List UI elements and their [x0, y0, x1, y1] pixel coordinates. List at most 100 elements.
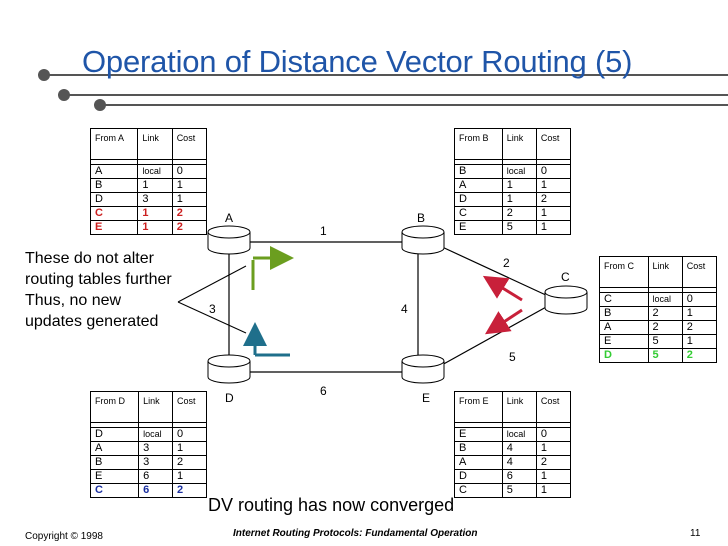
table-cell: 1	[172, 469, 207, 484]
table-cell: E	[89, 220, 139, 235]
green-arrow	[251, 246, 294, 290]
node-label-b: B	[417, 211, 426, 225]
table-cell: 2	[501, 206, 537, 221]
table-cell: 6	[501, 469, 537, 484]
table-e-header-cost: Cost	[535, 391, 572, 423]
table-a-header-link: Link	[137, 128, 173, 160]
table-cell: B	[89, 455, 140, 470]
table-cell: 5	[501, 220, 537, 235]
table-cell: 5	[647, 334, 683, 349]
table-cell: 2	[171, 206, 208, 221]
note-pointer	[177, 265, 247, 334]
link-label-6: 6	[320, 384, 327, 398]
table-cell: E	[89, 469, 140, 484]
footer-page-number: 11	[690, 528, 701, 539]
table-cell: B	[454, 441, 503, 456]
table-c-header-from: From C	[599, 256, 649, 288]
table-cell: 2	[172, 483, 207, 498]
table-cell: 2	[172, 455, 207, 470]
table-d-header-from: From D	[89, 391, 140, 423]
note-line-2: routing tables further	[25, 271, 172, 288]
router-a	[207, 225, 251, 255]
table-cell: C	[89, 206, 139, 221]
table-cell: 6	[138, 483, 174, 498]
table-cell: 1	[535, 206, 572, 221]
table-cell: 1	[171, 192, 208, 207]
note-line-3: Thus, no new	[25, 292, 122, 309]
table-cell: D	[599, 348, 649, 363]
node-label-c: C	[561, 270, 570, 284]
table-cell: local	[138, 427, 174, 442]
footer-copyright: Copyright © 1998	[25, 531, 103, 542]
table-cell: local	[501, 427, 537, 442]
table-cell: 2	[535, 192, 572, 207]
node-label-a: A	[225, 211, 234, 225]
note-line-1: These do not alter	[25, 250, 154, 267]
node-label-e: E	[422, 391, 431, 405]
table-cell: 1	[681, 306, 718, 321]
link-label-5: 5	[509, 350, 516, 364]
router-e	[401, 354, 445, 384]
table-cell: 1	[172, 441, 207, 456]
table-d-header-cost: Cost	[172, 391, 207, 423]
table-a-header-cost: Cost	[171, 128, 208, 160]
table-cell: A	[454, 455, 503, 470]
title-decoration-lines	[38, 69, 728, 111]
teal-arrow	[243, 322, 290, 357]
table-cell: A	[599, 320, 649, 335]
table-cell: B	[454, 164, 503, 179]
table-cell: 0	[172, 427, 207, 442]
table-cell: local	[647, 292, 683, 307]
table-cell: 2	[681, 320, 718, 335]
table-cell: 1	[137, 178, 173, 193]
table-cell: E	[454, 427, 503, 442]
table-cell: 6	[138, 469, 174, 484]
table-c-header-cost: Cost	[681, 256, 718, 288]
table-cell: D	[454, 192, 503, 207]
table-cell: 0	[535, 164, 572, 179]
table-e-header-link: Link	[501, 391, 537, 423]
router-c	[544, 285, 588, 315]
link-label-4: 4	[401, 302, 408, 316]
table-cell: 1	[501, 192, 537, 207]
table-cell: 1	[137, 220, 173, 235]
table-cell: 4	[501, 455, 537, 470]
router-d	[207, 354, 251, 384]
table-b-header-link: Link	[501, 128, 537, 160]
table-cell: 2	[535, 455, 572, 470]
table-cell: A	[454, 178, 503, 193]
table-cell: C	[454, 206, 503, 221]
footer-course-title: Internet Routing Protocols: Fundamental …	[233, 528, 478, 539]
table-cell: 0	[171, 164, 208, 179]
table-cell: 1	[171, 178, 208, 193]
table-cell: 1	[535, 441, 572, 456]
red-arrows	[482, 275, 523, 335]
table-cell: D	[89, 427, 140, 442]
table-cell: D	[454, 469, 503, 484]
note-text: These do not alter routing tables furthe…	[25, 248, 172, 332]
table-cell: 1	[681, 334, 718, 349]
link-label-3: 3	[209, 302, 216, 316]
table-cell: 1	[137, 206, 173, 221]
link-label-2: 2	[503, 256, 510, 270]
table-cell: local	[501, 164, 537, 179]
table-cell: 1	[535, 469, 572, 484]
